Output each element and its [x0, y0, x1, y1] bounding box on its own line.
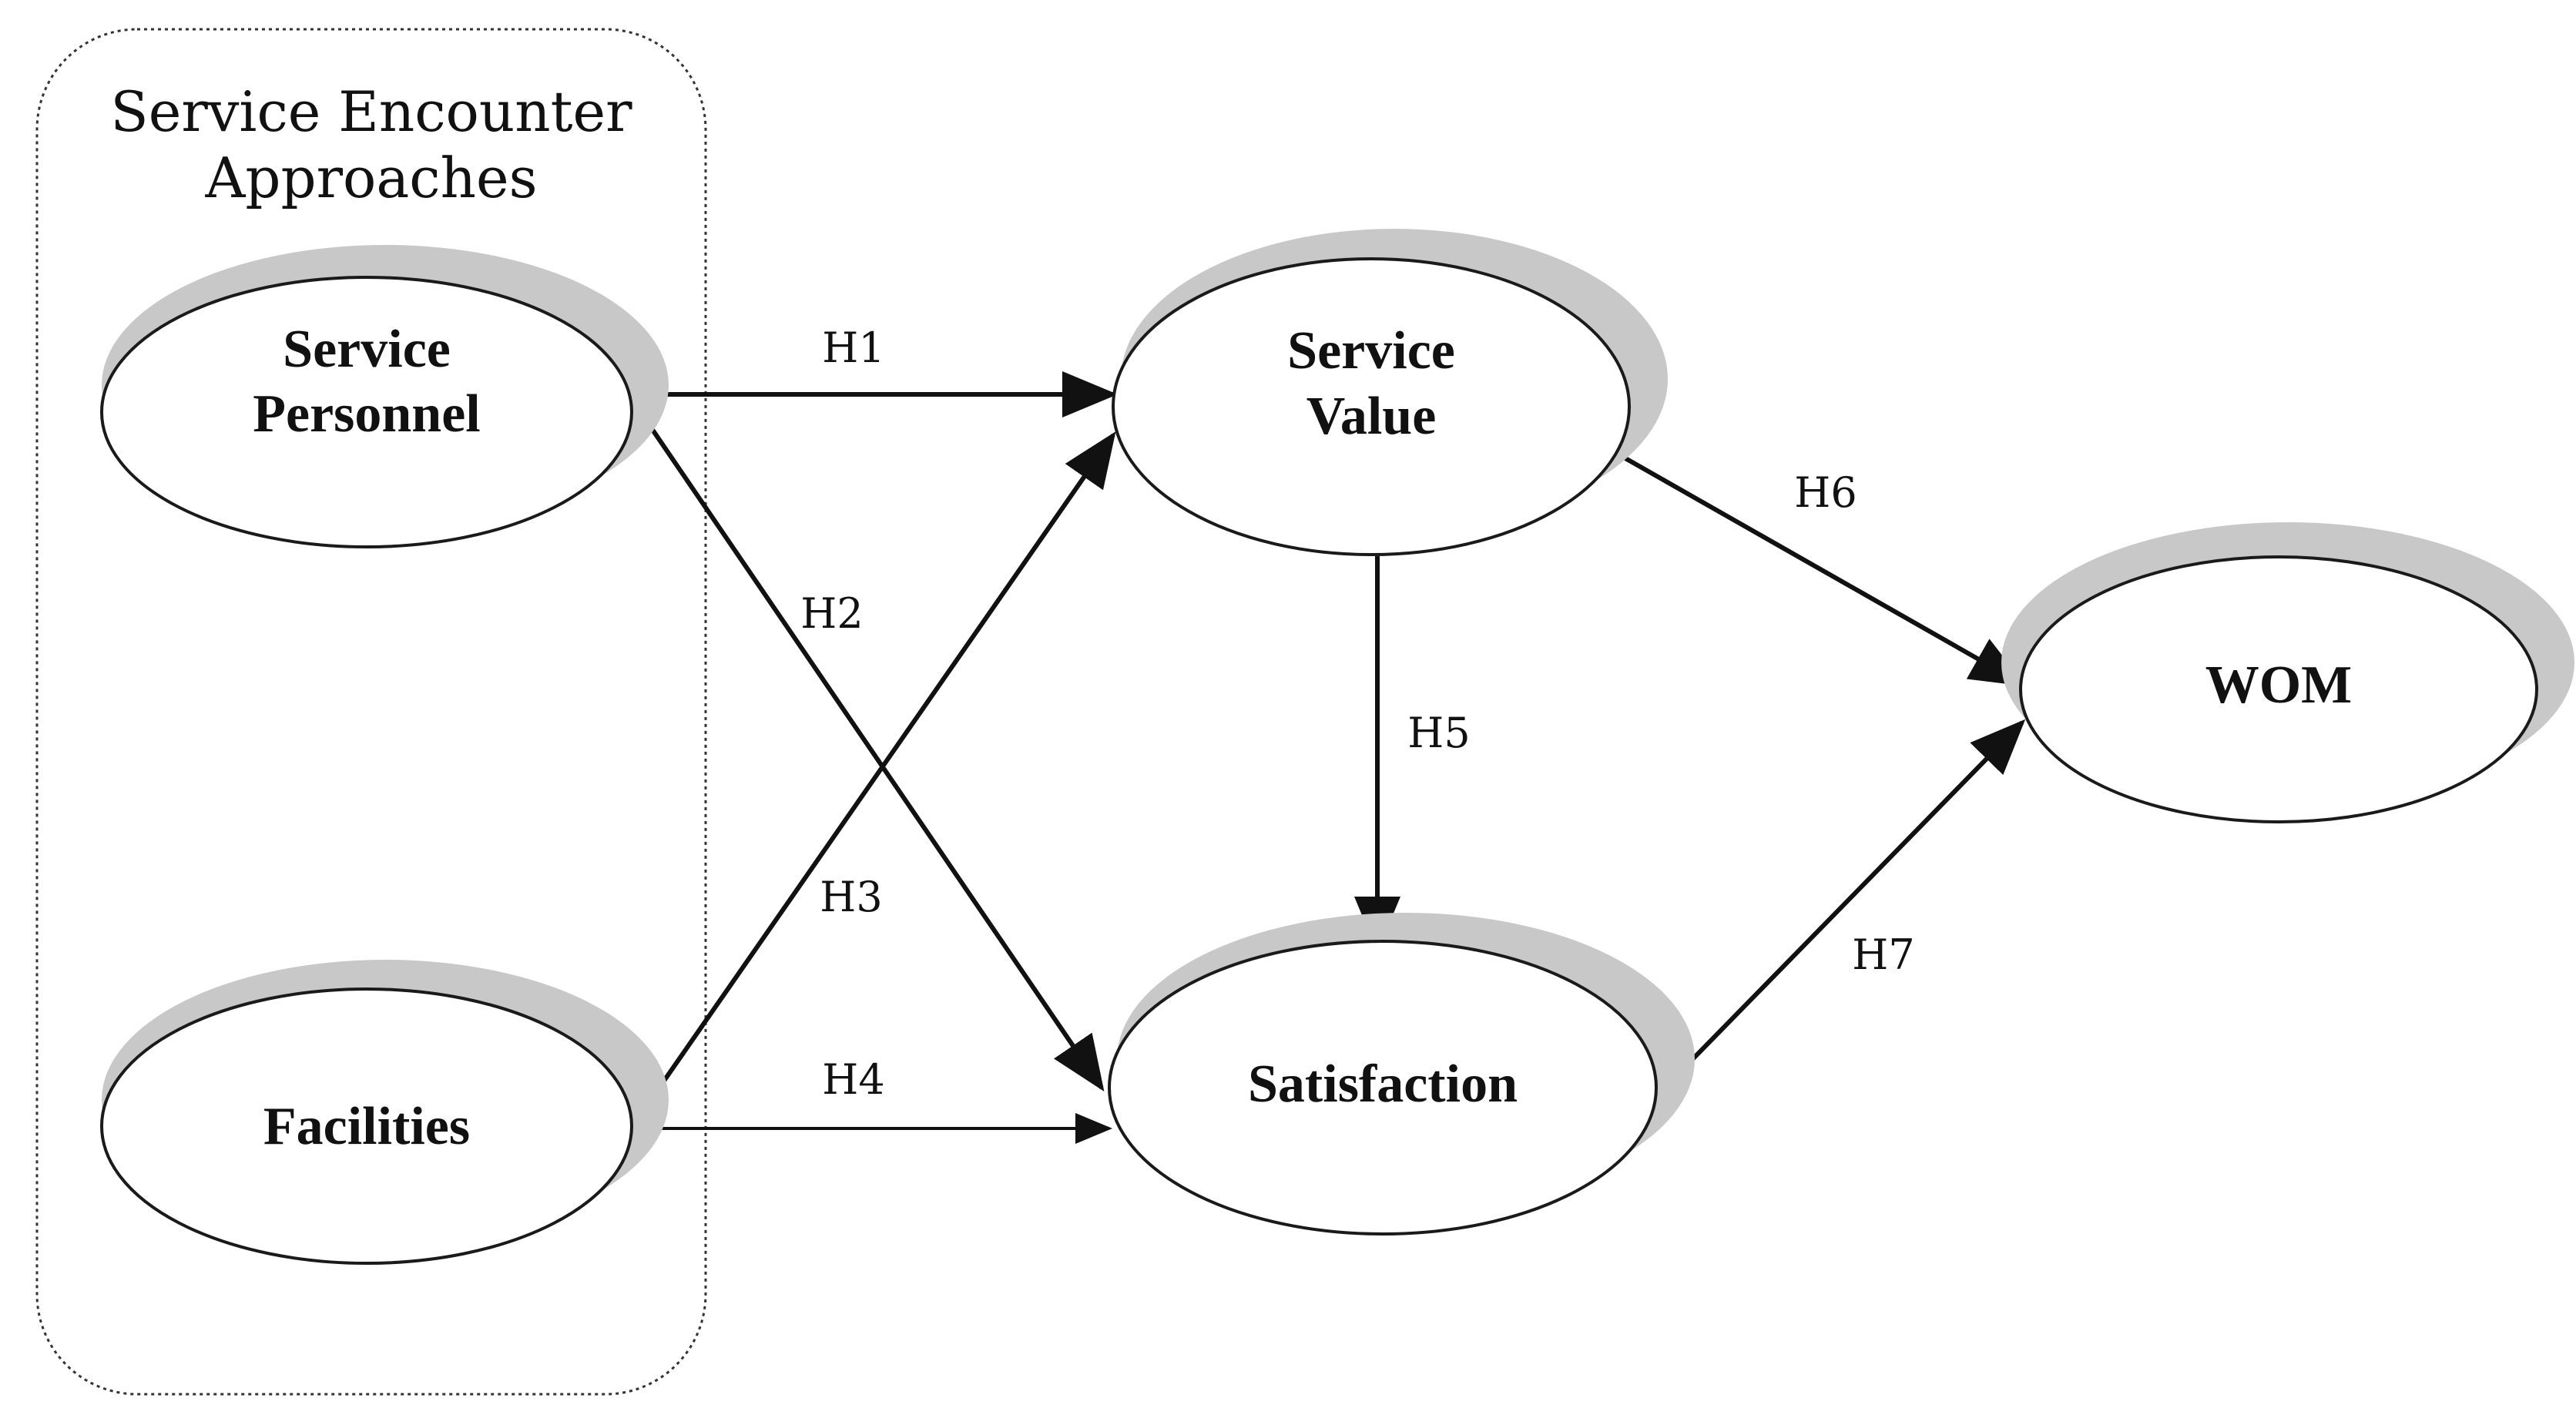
edges — [632, 371, 2027, 1144]
edge-h7-satisfaction-to-wom — [1668, 719, 2026, 1085]
node-wom: WOM — [2001, 522, 2574, 823]
edge-h3-facilities-to-value — [636, 431, 1116, 1120]
node-label-line1: Satisfaction — [1248, 1054, 1518, 1114]
edge-labels: H1 H2 H3 H4 H5 H6 H7 — [800, 324, 1914, 1104]
edge-label-h2: H2 — [800, 589, 863, 638]
node-facilities: Facilities — [100, 960, 669, 1265]
edge-h2-personnel-to-satisfaction — [636, 407, 1105, 1091]
group-title-line1: Service Encounter — [110, 79, 632, 144]
node-satisfaction: Satisfaction — [1108, 913, 1695, 1236]
edge-label-h1: H1 — [822, 324, 884, 372]
edge-h6-value-to-wom — [1624, 456, 2027, 686]
group-dotted-border — [35, 28, 707, 1396]
node-label-line2: Value — [1306, 387, 1437, 446]
edge-label-h6: H6 — [1794, 468, 1857, 517]
node-ellipse — [2019, 555, 2538, 823]
node-label-line1: WOM — [2205, 656, 2353, 715]
node-ellipse — [1112, 257, 1631, 556]
service-encounter-approaches-group: Service Encounter Approaches — [35, 28, 707, 1396]
node-label-line1: Facilities — [263, 1097, 470, 1156]
node-label-line1: Service — [283, 320, 451, 379]
edge-label-h4: H4 — [822, 1055, 884, 1104]
edge-label-h3: H3 — [820, 873, 882, 921]
edge-label-h7: H7 — [1852, 930, 1914, 979]
group-title-line2: Approaches — [204, 146, 537, 210]
node-label-line2: Personnel — [253, 384, 481, 444]
node-label-line1: Service — [1287, 321, 1455, 381]
edge-label-h5: H5 — [1407, 709, 1470, 757]
node-ellipse — [100, 276, 633, 548]
node-ellipse — [1108, 940, 1658, 1236]
node-service-personnel: Service Personnel — [100, 245, 669, 548]
node-service-value: Service Value — [1112, 229, 1668, 556]
node-ellipse — [100, 987, 633, 1265]
